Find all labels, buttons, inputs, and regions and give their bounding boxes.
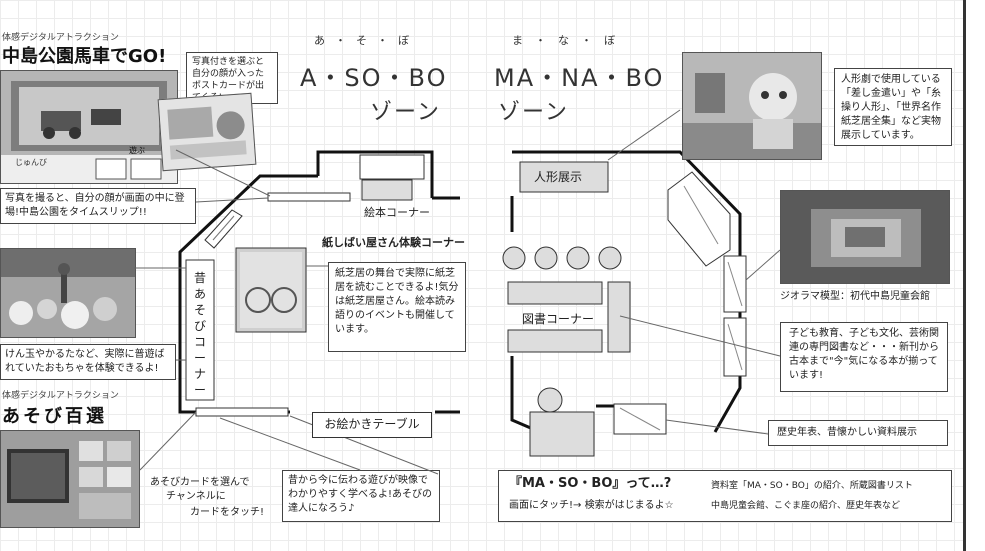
photo-caption: 写真を撮ると、自分の顔が画面の中に登場!中島公園をタイムスリップ!!	[0, 188, 196, 224]
play-label: 遊ぶ	[129, 146, 145, 155]
asobi-subtitle: 体感デジタルアトラクション	[2, 391, 119, 401]
books-desc: 子ども教育、子ども文化、芸術関連の専門図書など・・・新刊から古本まで"今"気にな…	[780, 322, 948, 392]
carriage-game-photo: じゅんび 遊ぶ	[0, 70, 178, 184]
asobi-desc: 昔から今に伝わる遊びが映像でわかりやすく学べるよ!あそびの達人になろう♪	[282, 470, 440, 522]
diorama-photo	[780, 190, 950, 284]
ningyo-desc: 人形劇で使用している「差し金遣い」や「糸操り人形」、「世界名作紙芝居全集」など実…	[834, 68, 952, 146]
page-border	[963, 0, 966, 551]
asobo-zone-label: ゾーン	[370, 100, 441, 125]
attraction-title: 中島公園馬車でGO!	[2, 46, 167, 67]
diorama-caption: ジオラマ模型：初代中島児童会館	[780, 291, 930, 302]
oekaki-table-label: お絵かきテーブル	[312, 412, 432, 438]
kamishibai-label: 紙しばい屋さん体験コーナー	[322, 236, 465, 249]
manabo-zone-label: ゾーン	[498, 100, 569, 125]
kamishibai-desc: 紙芝居の舞台で実際に紙芝居を読むことできるよ!気分は紙芝居屋さん。絵本読み語りの…	[328, 262, 466, 352]
history-desc: 歴史年表、昔懐かしい資料展示	[768, 420, 948, 446]
masobo-info-box: 『MA・SO・BO』って…? 画面にタッチ!→ 検索がはじまるよ☆ 資料室「MA…	[498, 470, 952, 522]
asobi-photo	[0, 430, 140, 528]
masobo-desc-2: 中島児童会館、こぐま座の紹介、歴史年表など	[711, 501, 901, 511]
asobi-note-2: チャンネルに	[166, 491, 226, 502]
ningyo-label: 人形展示	[534, 170, 583, 184]
asobo-zone-title: A・SO・BO	[300, 64, 448, 92]
toys-photo	[0, 248, 136, 338]
ehon-corner-label: 絵本コーナー	[364, 206, 430, 219]
tosho-corner-label: 図書コーナー	[522, 312, 595, 326]
attraction-subtitle: 体感デジタルアトラクション	[2, 33, 119, 43]
manabo-zone-title: MA・NA・BO	[494, 64, 665, 92]
asobi-note-1: あそびカードを選んで	[150, 477, 250, 488]
prepare-label: じゅんび	[15, 158, 47, 167]
asobi-title: あそび百選	[2, 406, 107, 427]
masobo-sub: 画面にタッチ!→ 検索がはじまるよ☆	[509, 500, 674, 511]
asobo-ruby: あ・そ・ぼ	[314, 34, 419, 47]
toys-caption: けん玉やかるたなど、実際に普遊ばれていたおもちゃを体験できるよ!	[0, 344, 176, 380]
masobo-desc-1: 資料室「MA・SO・BO」の紹介、所蔵図書リスト	[711, 481, 913, 491]
puppet-photo	[682, 52, 822, 160]
asobi-note-3: カードをタッチ!	[190, 507, 265, 518]
postcard-photo	[157, 92, 257, 172]
manabo-ruby: ま・な・ぼ	[512, 34, 627, 47]
masobo-title: 『MA・SO・BO』って…?	[509, 476, 672, 491]
mukashi-asobi-label: 昔あそびコーナー	[193, 271, 206, 397]
